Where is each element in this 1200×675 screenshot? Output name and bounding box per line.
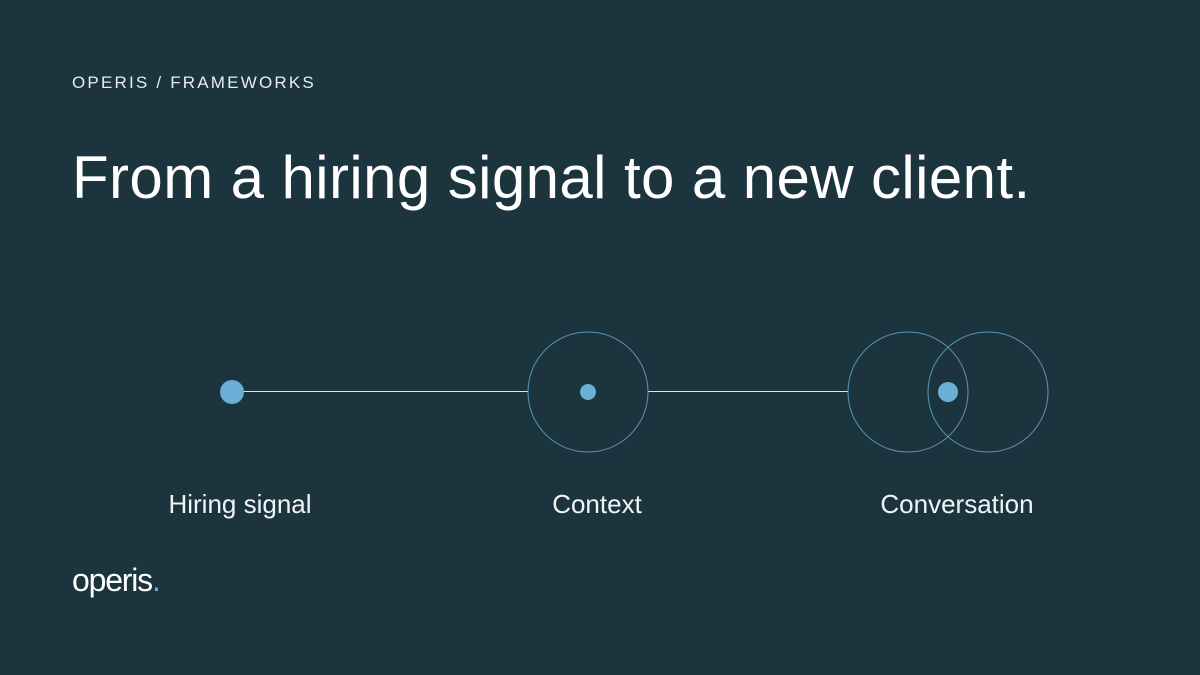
dot-in-circle-icon [527,331,649,453]
logo-dot: . [151,562,161,598]
eyebrow-breadcrumb: OPERIS / FRAMEWORKS [72,73,316,92]
step-label-context: Context [552,489,642,519]
step-label-hiring-signal: Hiring signal [168,489,312,519]
overlapping-circles-icon [847,331,1049,453]
single-dot-icon [220,380,244,404]
page-title: From a hiring signal to a new client. [72,144,1031,211]
step-label-conversation: Conversation [880,489,1034,519]
logo-wordmark: operis [72,562,153,598]
brand-logo: operis. [72,560,161,600]
